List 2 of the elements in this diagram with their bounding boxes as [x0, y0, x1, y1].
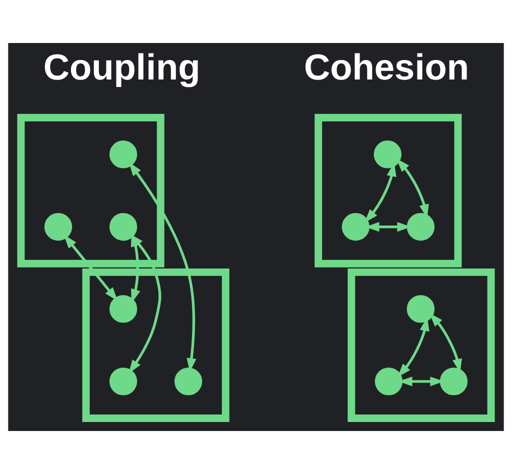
label: Coupling — [43, 46, 200, 88]
label: Cohesion — [304, 46, 470, 88]
